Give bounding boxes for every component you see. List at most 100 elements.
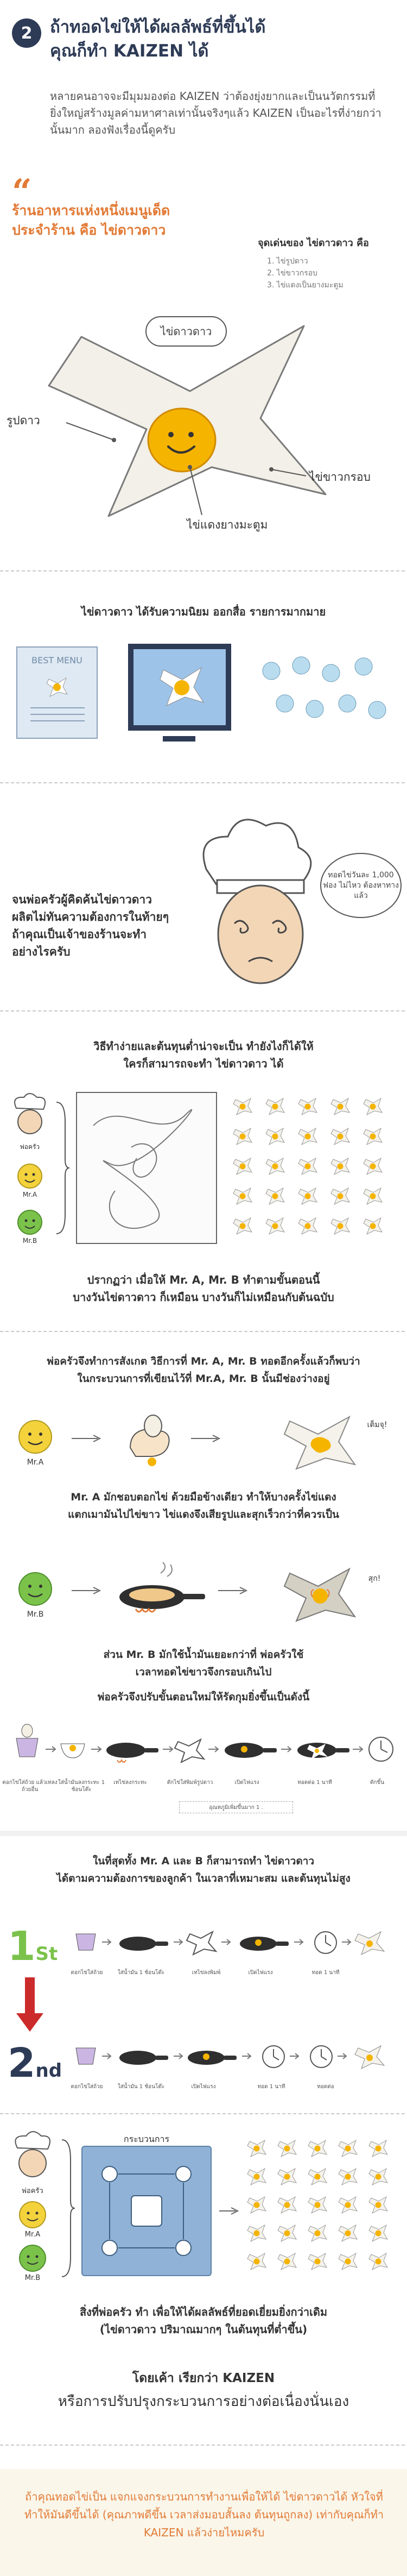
first-suffix: St <box>35 1943 58 1965</box>
step-timer <box>368 1737 393 1762</box>
step-label: ตักไข่ใส่พิมพ์รูปดาว <box>167 1780 213 1786</box>
restaurant-headline-line1: ร้านอาหารแห่งหนึ่งเมนูเด็ด <box>12 203 170 218</box>
process-bracket-icon <box>61 2139 75 2277</box>
step-pan-1 <box>106 1743 158 1763</box>
mr-b-caption-line1: ส่วน Mr. B มักใช้น้ำมันเยอะกว่าที่ พ่อคร… <box>103 1649 304 1661</box>
broken-yolk-egg <box>283 1415 357 1470</box>
label-crispy-white: ไข่ขาวกรอบ <box>309 470 371 483</box>
process-mr-a-avatar <box>19 2201 46 2228</box>
mr-a-remark: เต็มจุ! <box>367 1421 387 1429</box>
feature-item: 1. ไข่รูปดาว <box>267 257 308 266</box>
footer-text: ถ้าคุณทอดไข่เป็น แจกแจงกระบวนการทำงานเพื… <box>24 2490 384 2539</box>
section-divider <box>0 1010 407 1011</box>
process-mr-b-avatar <box>19 2245 46 2272</box>
features-list: 1. ไข่รูปดาว 2. ไข่ขาวกรอบ 3. ไข่แดงเป็น… <box>267 255 344 291</box>
second-step-label: ตอกไข่ใส่ถ้วย <box>71 2084 103 2090</box>
section-divider <box>0 782 407 783</box>
perfect-eggs-grid <box>247 2140 388 2270</box>
best-menu-card: BEST MENU <box>16 646 98 739</box>
temperature-note-box: อุณหภูมิเพิ่มขึ้นมาก 1 . <box>179 1801 293 1813</box>
label-soft-yolk: ไข่แดงยางมะตูม <box>187 518 268 531</box>
messy-process-board <box>76 1092 217 1244</box>
chef-caption: จนพ่อครัวผู้คิดค้นไข่ดาวดาว ผลิตไม่ทันคว… <box>12 891 175 960</box>
mr-a-mini-avatar <box>17 1164 42 1189</box>
tv-screen <box>128 644 231 731</box>
step-label: เทไข่ลงกระทะ <box>113 1780 147 1786</box>
process-flow-icon <box>101 2166 192 2256</box>
star-egg-illustration <box>48 325 327 517</box>
observe-caption: พ่อครัวจึงทำการสังเกต วิธีการที่ Mr. A, … <box>0 1353 407 1387</box>
crispy-egg <box>283 1567 357 1622</box>
chef-caption-line3: ถ้าคุณเป็นเจ้าของร้านจะทำ <box>12 928 147 941</box>
first-step-label: ใส่น้ำมัน 1 ช้อนโต๊ะ <box>117 1970 165 1976</box>
mr-a-caption-line2: แตกเมามันไปไข่ขาว ไข่แดงจึงเสียรูปและสุก… <box>68 1509 339 1521</box>
mr-a-caption-line1: Mr. A มักชอบตอกไข่ ด้วยมือข้างเดียว ทำให… <box>71 1491 336 1503</box>
second-place-label: 2nd <box>8 2040 62 2087</box>
tv-egg-icon <box>160 667 205 706</box>
egg-yolk <box>147 407 217 473</box>
first-step-label: ทอด 1 นาที <box>311 1970 340 1976</box>
pointer-star <box>66 422 115 441</box>
process-caption-line1: สิ่งที่พ่อครัว ทำ เพื่อให้ได้ผลลัพธ์ที่ย… <box>79 2305 328 2319</box>
section-divider <box>0 2445 407 2446</box>
recipe-result-line1: ปรากฏว่า เมื่อให้ Mr. A, Mr. B ทำตามขั้น… <box>87 1273 320 1286</box>
mr-b-avatar <box>18 1572 52 1606</box>
second-step-label: ทอดต่อ <box>317 2084 334 2090</box>
first-step-label: เทไข่ลงพิมพ์ <box>192 1970 221 1976</box>
mr-b-remark: สุก! <box>368 1574 381 1583</box>
process-label-chef: พ่อครัว <box>22 2187 43 2195</box>
first-round-sequence <box>75 1930 385 1956</box>
chef-caption-line4: อย่างไรครับ <box>12 945 71 958</box>
arrow-icon <box>219 2207 239 2215</box>
label-mr-a: Mr.A <box>27 1458 44 1467</box>
restaurant-headline: ร้านอาหารแห่งหนึ่งเมนูเด็ด ประจำร้าน คือ… <box>12 201 207 240</box>
mr-b-caption-line2: เวลาทอดไข่ขาวจึงกรอบเกินไป <box>135 1666 272 1678</box>
step-pan-3 <box>297 1743 349 1759</box>
crowd-faces <box>262 656 386 719</box>
arrow-icon <box>72 1435 101 1442</box>
step-star-mold <box>174 1738 206 1763</box>
conclusion-line2: หรือการปรับปรุงกระบวนการอย่างต่อเนื่องนั… <box>58 2393 349 2410</box>
second-suffix: nd <box>35 2060 62 2082</box>
pointer-crispy <box>271 469 307 476</box>
section-band <box>0 1831 407 1836</box>
recipe-result-line2: บางวันไข่ดาวดาว ก็เหมือน บางวันก็ไม่เหมื… <box>73 1291 334 1304</box>
process-label-mr-b: Mr.B <box>24 2274 41 2282</box>
process-label: กระบวนการ <box>123 2134 170 2144</box>
egg-results-grid <box>233 1098 383 1235</box>
label-mr-b: Mr.B <box>27 1610 44 1619</box>
popular-caption: ไข่ดาวดาว ได้รับความนิยม ออกสื่อ รายการม… <box>81 605 326 618</box>
label-chef: พ่อครัว <box>20 1143 40 1151</box>
step-label: ทอดต่อ 1 นาที <box>297 1780 332 1786</box>
process-box <box>81 2146 212 2276</box>
yolk-eye-right <box>188 432 194 437</box>
finally-caption-line1: ในที่สุดทั้ง Mr. A และ B ก็สามารถทำ ไข่ด… <box>92 1855 315 1867</box>
chef-caption-line1: จนพ่อครัวผู้คิดค้นไข่ดาวดาว <box>12 893 152 906</box>
scribble-icon <box>93 1109 193 1229</box>
step-pan-2 <box>225 1743 277 1758</box>
stressed-chef-illustration <box>202 819 312 984</box>
new-steps-caption: พ่อครัวจึงปรับขั้นตอนใหม่ให้รัดกุมยิ่งขึ… <box>97 1691 310 1703</box>
section-number-badge: 2 <box>12 18 41 48</box>
section-divider <box>0 1331 407 1332</box>
chef-thought-bubble: ทอดไข่วันละ 1,000 ฟอง ไม่ไหว ต้องหาทางแล… <box>320 853 402 918</box>
arrow-icon <box>191 1435 221 1442</box>
recipe-caption-line1: วิธีทำง่ายและต้นทุนต่ำน่าจะเป็น ทำยังไงก… <box>93 1040 314 1053</box>
step-label: ตอกไข่ใส่ถ้วย แล้วเทลงถ้วยอื่น <box>2 1780 58 1793</box>
observe-caption-line2: ในกระบวนการที่เขียนไว้ที่ Mr.A, Mr. B นั… <box>77 1373 330 1385</box>
recipe-caption: วิธีทำง่ายและต้นทุนต่ำน่าจะเป็น ทำยังไงก… <box>0 1038 407 1072</box>
conclusion-line1: โดยเค้า เรียกว่า KAIZEN <box>132 2371 275 2385</box>
first-step-label: ตอกไข่ใส่ถ้วย <box>71 1970 103 1976</box>
step-label: ตักขึ้น <box>370 1780 385 1786</box>
first-step-label: เปิดไฟแรง <box>248 1970 273 1976</box>
second-round-sequence <box>75 2045 385 2069</box>
section-title: ถ้าทอดไข่ให้ได้ผลลัพธ์ที่ขึ้นได้ คุณก็ทำ… <box>50 15 392 63</box>
mr-a-caption: Mr. A มักชอบตอกไข่ ด้วยมือข้างเดียว ทำให… <box>0 1488 407 1523</box>
process-label-mr-a: Mr.A <box>24 2231 41 2239</box>
observe-caption-line1: พ่อครัวจึงทำการสังเกต วิธีการที่ Mr. A, … <box>47 1355 360 1367</box>
section-title-line1: ถ้าทอดไข่ให้ได้ผลลัพธ์ที่ขึ้นได้ <box>50 17 266 37</box>
finally-caption: ในที่สุดทั้ง Mr. A และ B ก็สามารถทำ ไข่ด… <box>0 1852 407 1887</box>
feature-item: 2. ไข่ขาวกรอบ <box>267 269 318 278</box>
step-label: ใส่น้ำมันลงกระทะ 1 ช้อนโต๊ะ <box>58 1780 105 1793</box>
intro-paragraph: หลายคนอาจจะมีมุมมองต่อ KAIZEN ว่าต้องยุ่… <box>50 90 381 136</box>
